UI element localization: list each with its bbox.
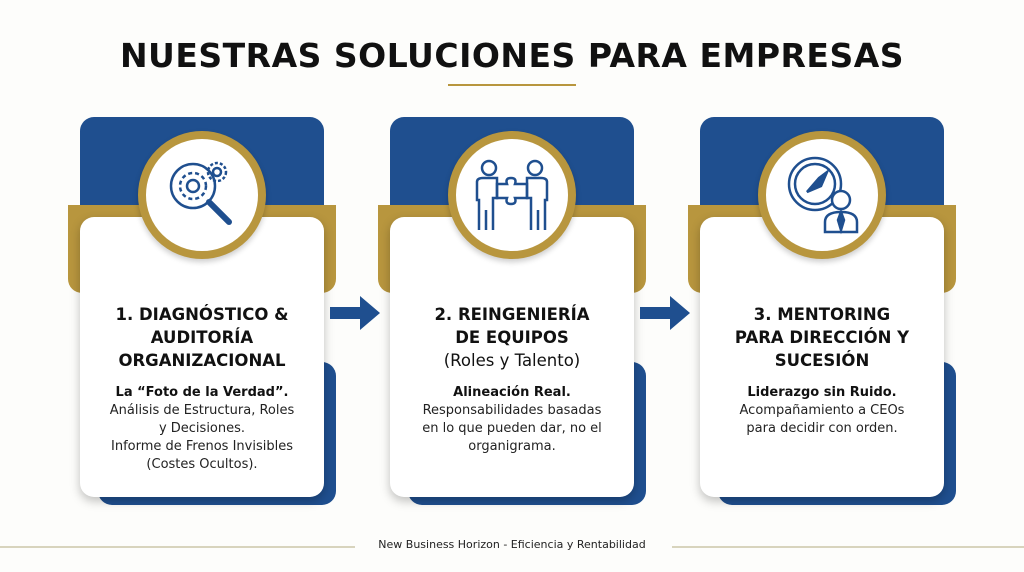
card-title-line: DE EQUIPOS	[455, 328, 569, 347]
card-title-line: AUDITORÍA	[150, 328, 254, 347]
footer-text: New Business Horizon - Eficiencia y Rent…	[378, 538, 646, 551]
card-body-line: Responsabilidades basadas	[422, 403, 602, 418]
arrow-right-icon	[330, 296, 380, 330]
card-body-line: (Costes Ocultos).	[146, 457, 258, 472]
card-subtitle: (Roles y Talento)	[443, 351, 581, 370]
card-title-line: ORGANIZACIONAL	[118, 351, 286, 370]
footer-rule-left	[0, 546, 355, 548]
card-body-line: organigrama.	[468, 439, 556, 454]
card-body-line: en lo que pueden dar, no el	[422, 421, 602, 436]
card-title-line: 3. MENTORING	[753, 305, 891, 324]
card-body-line: para decidir con orden.	[746, 421, 898, 436]
card-body-line: Acompañamiento a CEOs	[739, 403, 905, 418]
card-panel	[390, 217, 634, 497]
card-lead: La “Foto de la Verdad”.	[115, 385, 289, 400]
gear-magnifier-icon	[138, 131, 266, 259]
page-title: NUESTRAS SOLUCIONES PARA EMPRESAS	[119, 36, 905, 75]
people-puzzle-icon	[448, 131, 576, 259]
solution-card-diagnostico: 1. DIAGNÓSTICO & AUDITORÍA ORGANIZACIONA…	[68, 117, 336, 509]
card-title-line: 1. DIAGNÓSTICO &	[115, 305, 289, 324]
solution-card-reingenieria: 2. REINGENIERÍA DE EQUIPOS (Roles y Tale…	[378, 117, 646, 509]
card-body-line: Informe de Frenos Invisibles	[111, 439, 293, 454]
footer-rule-right	[672, 546, 1024, 548]
card-lead: Alineación Real.	[453, 385, 571, 400]
compass-executive-icon	[758, 131, 886, 259]
arrow-right-icon	[640, 296, 690, 330]
card-body-line: y Decisiones.	[158, 421, 246, 436]
title-underline	[448, 84, 576, 86]
card-lead: Liderazgo sin Ruido.	[747, 385, 897, 400]
solution-card-mentoring: 3. MENTORING PARA DIRECCIÓN Y SUCESIÓN L…	[688, 117, 956, 509]
card-title-line: PARA DIRECCIÓN Y	[734, 328, 910, 347]
card-body-line: Análisis de Estructura, Roles	[109, 403, 295, 418]
card-panel	[80, 217, 324, 497]
card-title-line: 2. REINGENIERÍA	[434, 305, 590, 324]
card-panel	[700, 217, 944, 497]
card-title-line: SUCESIÓN	[774, 351, 870, 370]
